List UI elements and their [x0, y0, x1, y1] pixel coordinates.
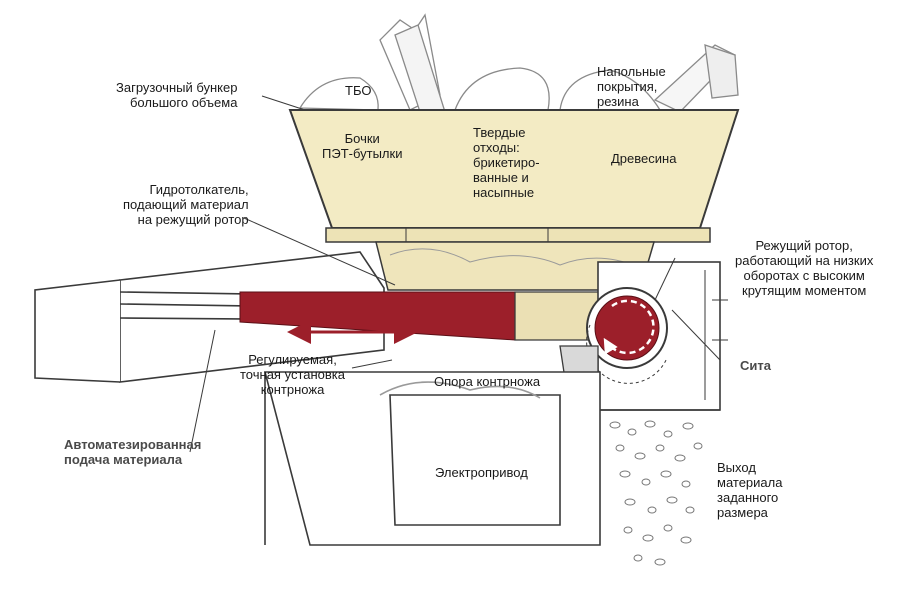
label-auto-feed: Автоматезированная подача материала: [64, 437, 202, 467]
label-cutting-rotor: Режущий ротор, работающий на низких обор…: [735, 238, 874, 298]
label-flooring: Напольные покрытия, резина: [597, 64, 666, 109]
label-counter-knife-support: Опора контрножа: [434, 374, 541, 389]
label-hopper: Загрузочный бункер большого объема: [116, 80, 238, 110]
label-barrels: Бочки ПЭТ-бутылки: [322, 131, 403, 161]
label-adjustable-counter-knife: Регулируемая, точная установка контрножа: [240, 352, 345, 397]
label-output: Выход материала заданного размера: [717, 460, 783, 520]
label-wood: Древесина: [611, 151, 677, 166]
hopper: [288, 109, 740, 291]
base-frame: [263, 371, 720, 546]
label-screens: Сита: [740, 358, 771, 373]
label-motor: Электропривод: [435, 465, 528, 480]
rotor-housing: [586, 261, 728, 411]
output-material: [609, 420, 703, 566]
label-tbo: ТБО: [345, 83, 372, 98]
hydraulic-ram: [239, 291, 516, 344]
label-hydraulic-ram: Гидротолкатель, подающий материал на реж…: [123, 182, 249, 227]
leader-lines: [189, 95, 721, 453]
waste-sketch: [298, 13, 739, 113]
label-solid-waste: Твердые отходы: брикетиро- ванные и насы…: [473, 125, 540, 200]
